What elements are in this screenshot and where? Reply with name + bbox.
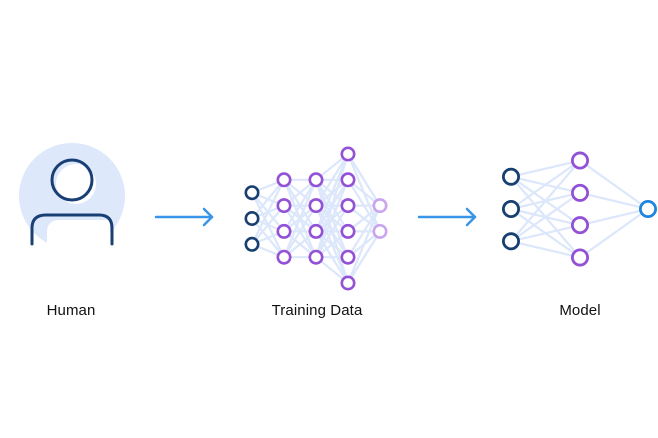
network-edge xyxy=(282,179,318,258)
human-head-outline xyxy=(50,158,94,202)
hidden-node xyxy=(571,248,590,267)
hidden-node xyxy=(340,249,356,265)
stage-label-model: Model xyxy=(559,302,601,319)
network-edge xyxy=(251,204,285,246)
faded-node xyxy=(372,223,388,239)
input-node xyxy=(501,232,520,251)
network-edge xyxy=(251,179,285,220)
hidden-node xyxy=(571,151,590,170)
hidden-node xyxy=(340,223,356,239)
hidden-node xyxy=(276,249,292,265)
input-node xyxy=(244,185,260,201)
hidden-node xyxy=(308,249,324,265)
network-edge xyxy=(314,153,350,258)
output-node xyxy=(639,199,658,218)
stage-label-training-data: Training Data xyxy=(271,302,363,319)
human-body-highlight xyxy=(47,220,110,250)
network-edge xyxy=(579,208,649,259)
network-edge xyxy=(510,191,581,243)
hidden-node xyxy=(276,198,292,214)
network-edge xyxy=(347,230,381,284)
network-edge xyxy=(315,205,349,258)
faded-node xyxy=(372,198,388,214)
network-edge xyxy=(315,153,349,207)
hidden-node xyxy=(340,146,356,162)
network-edge xyxy=(314,153,350,232)
network-edge xyxy=(347,205,381,258)
input-node xyxy=(501,167,520,186)
network-edge xyxy=(346,205,382,284)
input-node xyxy=(244,236,260,252)
hidden-node xyxy=(340,172,356,188)
network-edge xyxy=(510,159,581,243)
training-data-network xyxy=(244,146,388,291)
network-edge xyxy=(283,179,317,232)
hidden-node xyxy=(308,172,324,188)
hidden-node xyxy=(276,172,292,188)
human-icon xyxy=(19,143,125,250)
network-edge xyxy=(347,153,381,207)
network-edge xyxy=(510,240,581,259)
hidden-node xyxy=(571,216,590,235)
stage-label-human: Human xyxy=(46,302,96,319)
hidden-node xyxy=(571,183,590,202)
hidden-node xyxy=(276,223,292,239)
input-node xyxy=(244,211,260,227)
arrow-icon xyxy=(154,207,214,227)
network-edge xyxy=(579,191,649,211)
network-edge xyxy=(251,179,285,245)
hidden-node xyxy=(340,198,356,214)
hidden-node xyxy=(308,198,324,214)
network-edge xyxy=(579,159,649,210)
hidden-node xyxy=(308,223,324,239)
input-node xyxy=(501,199,520,218)
network-edge xyxy=(510,159,581,210)
network-edge xyxy=(283,205,317,258)
model-network xyxy=(501,151,658,267)
network-edge xyxy=(510,159,581,178)
network-edge xyxy=(579,207,649,227)
hidden-node xyxy=(340,275,356,291)
network-edge xyxy=(314,179,350,258)
human-body-outline xyxy=(30,213,114,246)
arrow-icon xyxy=(417,207,477,227)
network-edge xyxy=(510,224,581,243)
